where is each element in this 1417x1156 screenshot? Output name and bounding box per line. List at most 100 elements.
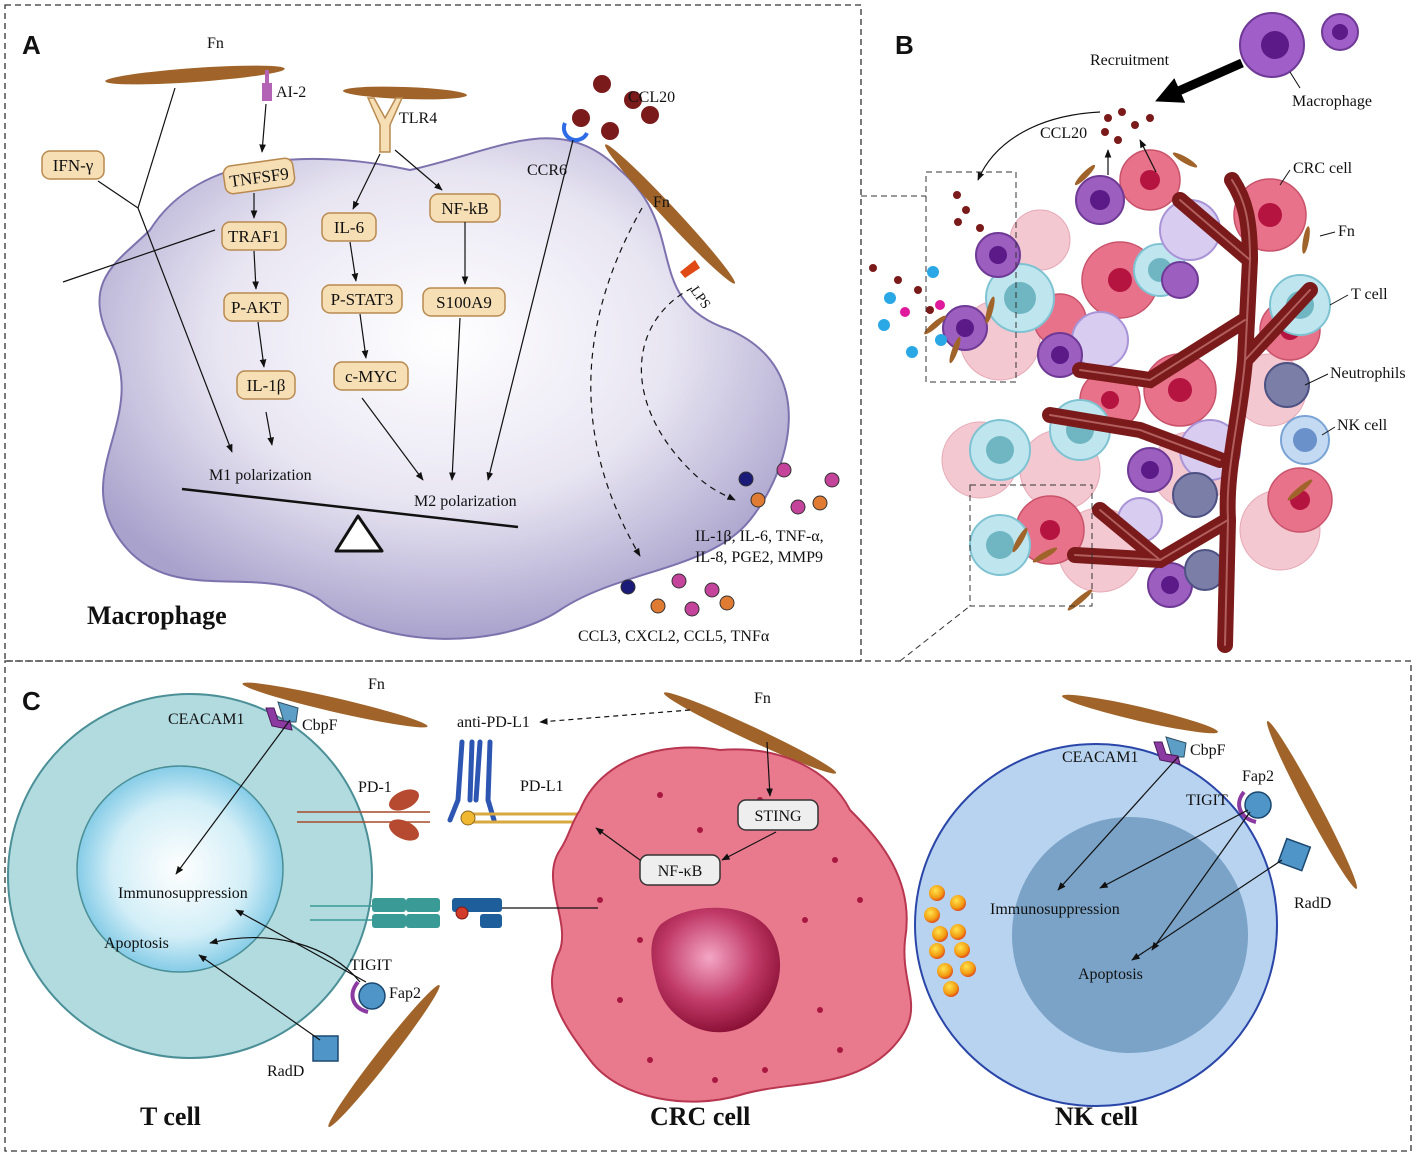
pakt-node: P-AKT <box>223 292 289 322</box>
panel-a-frame <box>4 4 862 662</box>
svg-text:P-STAT3: P-STAT3 <box>331 290 394 309</box>
cytokines-list-1-line1: IL-1β, IL-6, TNF-α, <box>695 528 824 545</box>
t-cell-label-b: T cell <box>1351 286 1388 303</box>
fap2-label-left: Fap2 <box>389 985 421 1002</box>
ceacam1-label-right: CEACAM1 <box>1062 749 1138 766</box>
svg-text:TRAF1: TRAF1 <box>228 227 280 246</box>
ccl20-label-b: CCL20 <box>1040 125 1087 142</box>
pd1-receptor-icon <box>389 789 419 811</box>
fap2-left-icon <box>358 982 386 1010</box>
crc-cell-title: CRC cell <box>650 1102 750 1131</box>
fn-label-c-mid: Fn <box>754 690 771 707</box>
radd-left-icon <box>312 1035 339 1062</box>
ceacam1-right-icon <box>1153 741 1181 765</box>
radd-right-icon <box>1277 837 1312 872</box>
panel-c-left-arrows <box>198 909 367 1041</box>
svg-text:NF-kB: NF-kB <box>441 199 488 218</box>
il1b-node: IL-1β <box>236 370 296 400</box>
ceacam1-left-icon <box>265 707 293 731</box>
fn-sting-arrow <box>766 741 773 797</box>
nk-cell-label-b: NK cell <box>1337 417 1388 434</box>
apoptosis-label-left: Apoptosis <box>104 935 169 952</box>
nk-granules <box>924 885 976 997</box>
lps-icon <box>680 260 700 278</box>
ccr6-receptor-icon <box>561 122 589 143</box>
pstat3-node: P-STAT3 <box>321 284 403 314</box>
zoom-connector-2 <box>899 605 971 662</box>
sting-nfkb-arrow <box>721 831 777 861</box>
crc-cell-nucleus <box>651 907 781 1033</box>
ccl20-dots <box>572 75 659 140</box>
radd-label-right: RadD <box>1294 895 1331 912</box>
fn-bacterium-right <box>605 144 735 284</box>
nfkb-pdl1-arrow <box>595 827 641 861</box>
fn-bacterium-c-right <box>1266 721 1358 889</box>
zoom-box-top <box>925 171 1017 383</box>
cbpf-left-icon <box>277 701 299 723</box>
fap2-label-right: Fap2 <box>1242 768 1274 785</box>
ifng-node: IFN-γ <box>41 150 105 180</box>
traf1-node: TRAF1 <box>221 221 287 251</box>
anti-pdl1-antibody-icon <box>447 739 497 823</box>
nfkb-node: NF-kB <box>429 193 501 223</box>
ccl20-up-arrow-2 <box>1139 139 1157 173</box>
zoom-box-bottom <box>969 484 1093 607</box>
cytokines-list-2: CCL3, CXCL2, CCL5, TNFα <box>578 628 770 645</box>
nk-cell-nucleus <box>1012 817 1248 1053</box>
cytokine-dots-2 <box>620 573 735 617</box>
immunosuppression-label-right: Immunosuppression <box>990 901 1120 918</box>
macrophage-cell-body <box>98 137 790 640</box>
fn-label-c-left: Fn <box>368 676 385 693</box>
recruited-macrophage-icon <box>1239 12 1359 78</box>
cbpf-right-icon <box>1165 736 1187 758</box>
fn-bacterium-c-mid <box>663 692 837 774</box>
panel-b-label: B <box>895 30 914 60</box>
anti-pdl1-label: anti-PD-L1 <box>457 714 530 731</box>
pdl1-label: PD-L1 <box>520 778 564 795</box>
panel-c-frame <box>4 660 1412 1152</box>
tigit-label-left: TIGIT <box>350 957 392 974</box>
il6-node: IL-6 <box>321 212 377 242</box>
fn-bacterium-c-lower <box>328 984 440 1128</box>
s100a9-node: S100A9 <box>422 287 506 317</box>
pd1-receptor-icon-2 <box>389 819 419 841</box>
svg-text:c-MYC: c-MYC <box>345 367 397 386</box>
tigit-label-right: TIGIT <box>1186 792 1228 809</box>
panel-a-label: A <box>22 30 41 60</box>
pd1-label: PD-1 <box>358 779 392 796</box>
radd-label-left: RadD <box>267 1063 304 1080</box>
fn-label-right: Fn <box>653 194 670 211</box>
fn-bacterium-top <box>105 65 285 85</box>
ccl20-recruit-arrow <box>977 111 1101 181</box>
nk-cell-title: NK cell <box>1055 1102 1138 1131</box>
apoptosis-label-right: Apoptosis <box>1078 966 1143 983</box>
neutrophils-label-b: Neutrophils <box>1330 365 1406 382</box>
balance-beam <box>181 487 519 529</box>
macrophage-title: Macrophage <box>87 601 227 630</box>
tnfsf9-node: TNFSF9 <box>222 157 296 195</box>
anti-pdl1-arrow <box>539 709 691 725</box>
tlr4-label: TLR4 <box>399 110 437 127</box>
cytokine-dots-1 <box>738 462 840 515</box>
fap2-right-icon <box>1244 791 1272 819</box>
m2-polarization-label: M2 polarization <box>414 493 517 510</box>
ceacam1-label-left: CEACAM1 <box>168 711 244 728</box>
fn-bacterium-c-right-top <box>1062 694 1218 734</box>
panel-b-leader-lines <box>1279 71 1349 436</box>
crc-granules <box>597 792 863 1083</box>
panel-c-label: C <box>22 686 41 716</box>
nfkb-c-label: NF-κB <box>658 863 703 880</box>
crc-cell-label-b: CRC cell <box>1293 160 1353 177</box>
t-cell-title: T cell <box>140 1102 201 1131</box>
immunosuppression-label-left: Immunosuppression <box>118 885 248 902</box>
svg-text:IL-6: IL-6 <box>334 218 364 237</box>
sting-node <box>737 799 819 831</box>
fn-bacterium-c-left <box>242 682 428 728</box>
recruitment-label: Recruitment <box>1090 52 1170 69</box>
pdl1-head-icon <box>460 810 476 826</box>
blue-ligand-icon <box>452 898 598 928</box>
tigit-left-icon <box>350 980 369 1014</box>
ai2-stem <box>265 70 269 84</box>
panel-a-arrows <box>62 87 736 557</box>
fn-label-top: Fn <box>207 35 224 52</box>
